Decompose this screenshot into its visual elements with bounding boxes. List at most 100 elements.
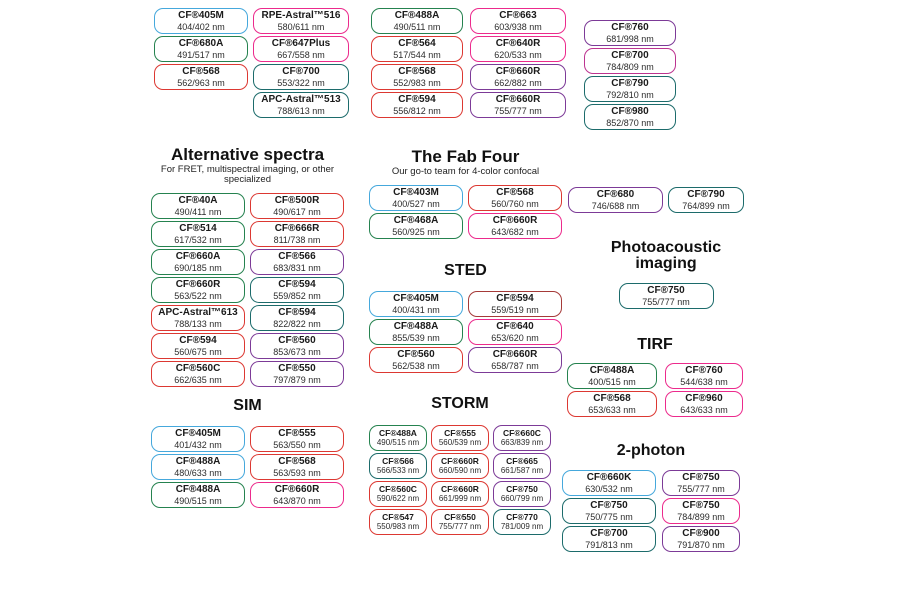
dye-name: CF®660R <box>175 278 221 290</box>
dye-name: CF®700 <box>590 527 628 539</box>
dye-ex-em: 784/809 nm <box>606 61 654 72</box>
dye-ex-em: 400/431 nm <box>392 304 440 315</box>
dye-name: CF®555 <box>278 427 316 439</box>
dye-name: CF®547 <box>382 511 414 522</box>
dye-name: CF®660R <box>495 65 541 77</box>
dye-name: CF®660R <box>495 93 541 105</box>
dye-ex-em: 755/777 nm <box>494 105 542 116</box>
dye-name: CF®568 <box>496 186 534 198</box>
dye-name: CF®647Plus <box>271 37 331 49</box>
dye-name: CF®488A <box>379 427 417 438</box>
dye-name: CF®594 <box>278 306 316 318</box>
dye-ex-em: 788/133 nm <box>174 318 222 329</box>
dye-name: CF®750 <box>647 284 685 296</box>
dye-ex-em: 620/533 nm <box>494 49 542 60</box>
dye-ex-em: 658/787 nm <box>491 360 539 371</box>
dye-ex-em: 797/879 nm <box>273 374 321 385</box>
dye-name: CF®488A <box>589 364 635 376</box>
dye-ex-em: 643/870 nm <box>273 495 321 506</box>
dye-name: CF®568 <box>593 392 631 404</box>
dye-name: CF®770 <box>506 511 538 522</box>
dye-name: CF®568 <box>182 65 220 77</box>
dye-ex-em: 764/899 nm <box>682 200 730 211</box>
dye-ex-em: 560/925 nm <box>392 226 440 237</box>
dye-name: CF®560C <box>379 483 417 494</box>
dye-ex-em: 603/938 nm <box>494 21 542 32</box>
dye-ex-em: 562/538 nm <box>392 360 440 371</box>
dye-ex-em: 563/550 nm <box>273 439 321 450</box>
dye-name: RPE-Astral™516 <box>261 9 341 21</box>
dye-ex-em: 552/983 nm <box>393 77 441 88</box>
dye-name: CF®564 <box>398 37 436 49</box>
dye-ex-em: 560/539 nm <box>438 438 482 448</box>
dye-ex-em: 556/812 nm <box>393 105 441 116</box>
dye-name: CF®660A <box>175 250 221 262</box>
dye-name: CF®680 <box>596 188 635 200</box>
dye-ex-em: 400/527 nm <box>392 198 440 209</box>
dye-ex-em: 550/983 nm <box>376 522 420 532</box>
section-title: TIRF <box>637 336 673 353</box>
dye-ex-em: 490/617 nm <box>273 206 321 217</box>
dye-ex-em: 580/611 nm <box>277 21 325 32</box>
dye-ex-em: 690/185 nm <box>174 262 222 273</box>
dye-ex-em: 401/432 nm <box>174 439 222 450</box>
dye-name: CF®660R <box>492 214 538 226</box>
dye-ex-em: 560/675 nm <box>174 346 222 357</box>
dye-ex-em: 788/613 nm <box>277 105 325 116</box>
dye-ex-em: 563/522 nm <box>174 290 222 301</box>
dye-name: CF®566 <box>278 250 316 262</box>
section-title: Alternative spectra <box>170 145 325 164</box>
dye-ex-em: 490/515 nm <box>174 495 222 506</box>
dye-ex-em: 855/539 nm <box>392 332 440 343</box>
dye-ex-em: 653/620 nm <box>491 332 539 343</box>
dye-name: CF®488A <box>175 483 221 495</box>
dye-name: CF®594 <box>398 93 436 105</box>
dye-ex-em: 617/532 nm <box>174 234 222 245</box>
dye-ex-em: 781/009 nm <box>500 522 544 532</box>
dye-ex-em: 853/673 nm <box>273 346 321 357</box>
dye-name: CF®550 <box>444 511 476 522</box>
dye-ex-em: 791/813 nm <box>585 539 633 550</box>
dye-ex-em: 553/322 nm <box>277 77 325 88</box>
